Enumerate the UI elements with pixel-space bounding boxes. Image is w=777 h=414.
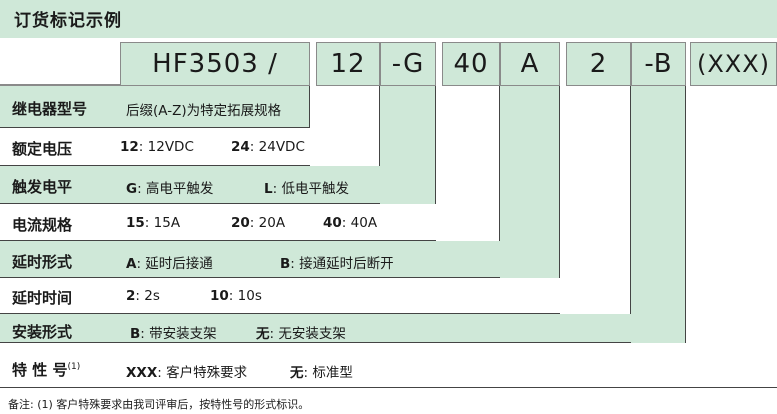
code-delay-form: A bbox=[500, 42, 560, 86]
current-option-40: 40: 40A bbox=[323, 215, 378, 231]
trigger-option-l: L: 低电平触发 bbox=[264, 181, 349, 197]
voltage-option-12: 12: 12VDC bbox=[120, 139, 194, 155]
code-model: HF3503 / bbox=[120, 42, 310, 86]
code-special: (XXX) bbox=[690, 42, 777, 86]
code-current: 40 bbox=[442, 42, 500, 86]
band-type bbox=[0, 86, 310, 128]
trigger-option-g: G: 高电平触发 bbox=[126, 181, 214, 197]
row-label-current: 电流规格 bbox=[12, 216, 73, 234]
row-label-special: 特 性 号(1) bbox=[12, 361, 81, 379]
title-bar bbox=[0, 0, 777, 38]
row-label-delay-form: 延时形式 bbox=[12, 253, 73, 271]
voltage-option-24: 24: 24VDC bbox=[231, 139, 305, 155]
delay-time-option-2: 2: 2s bbox=[126, 288, 160, 304]
band-trigger-riser bbox=[380, 86, 436, 204]
current-option-20: 20: 20A bbox=[231, 215, 286, 231]
band-delay-time bbox=[0, 278, 631, 314]
band-delay-time-riser bbox=[560, 86, 631, 314]
row-label-delay-time: 延时时间 bbox=[12, 289, 73, 307]
band-delay-form-riser bbox=[500, 86, 560, 278]
row-label-type: 继电器型号 bbox=[12, 100, 88, 118]
section-title: 订货标记示例 bbox=[14, 11, 122, 31]
band-delay-form bbox=[0, 241, 560, 278]
band-install-riser bbox=[631, 86, 686, 343]
code-trigger: -G bbox=[380, 42, 436, 86]
code-delay-time: 2 bbox=[566, 42, 631, 86]
current-option-15: 15: 15A bbox=[126, 215, 181, 231]
code-install: -B bbox=[631, 42, 686, 86]
code-lead-line bbox=[0, 84, 120, 86]
band-current bbox=[0, 204, 500, 241]
band-trigger bbox=[0, 166, 436, 204]
code-voltage: 12 bbox=[316, 42, 380, 86]
row-label-install: 安装形式 bbox=[12, 323, 73, 341]
install-option-b: B: 带安装支架 bbox=[130, 326, 217, 342]
special-option-none: 无: 标准型 bbox=[290, 365, 353, 381]
band-voltage-riser bbox=[310, 86, 380, 166]
footnote: 备注: (1) 客户特殊要求由我司评审后，按特性号的形式标识。 bbox=[8, 398, 310, 411]
install-option-none: 无: 无安装支架 bbox=[256, 326, 346, 342]
row-desc-type: 后缀(A-Z)为特定拓展规格 bbox=[126, 103, 282, 119]
band-current-riser bbox=[436, 86, 500, 241]
delay-form-option-b: B: 接通延时后断开 bbox=[280, 256, 394, 272]
footnote-marker: (1) bbox=[67, 362, 81, 372]
row-label-voltage: 额定电压 bbox=[12, 140, 73, 158]
band-install bbox=[0, 314, 686, 343]
row-label-trigger: 触发电平 bbox=[12, 178, 73, 196]
special-option-xxx: XXX: 客户特殊要求 bbox=[126, 365, 248, 381]
delay-form-option-a: A: 延时后接通 bbox=[126, 256, 213, 272]
delay-time-option-10: 10: 10s bbox=[210, 288, 262, 304]
band-special bbox=[0, 343, 777, 388]
